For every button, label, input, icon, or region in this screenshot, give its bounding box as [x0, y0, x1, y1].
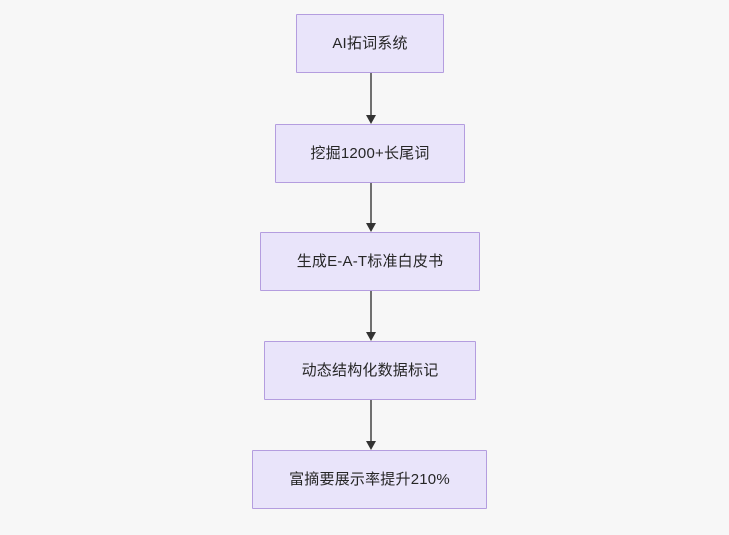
- flowchart-node-4[interactable]: 动态结构化数据标记: [264, 341, 476, 400]
- flowchart-node-label: 富摘要展示率提升210%: [289, 470, 450, 488]
- arrowhead-icon: [365, 332, 376, 341]
- flowchart-node-3[interactable]: 生成E-A-T标准白皮书: [260, 232, 480, 291]
- flowchart-node-label: 挖掘1200+长尾词: [310, 144, 430, 162]
- flowchart-node-2[interactable]: 挖掘1200+长尾词: [275, 124, 465, 183]
- edge-line: [370, 291, 372, 333]
- flowchart-node-label: 生成E-A-T标准白皮书: [296, 252, 444, 270]
- edge-line: [370, 400, 372, 442]
- flowchart-node-label: 动态结构化数据标记: [301, 361, 439, 379]
- flowchart-node-1[interactable]: AI拓词系统: [296, 14, 444, 73]
- flowchart-node-label: AI拓词系统: [332, 34, 408, 52]
- arrowhead-icon: [365, 115, 376, 124]
- arrowhead-icon: [365, 441, 376, 450]
- edge-line: [370, 73, 372, 116]
- arrowhead-icon: [365, 223, 376, 232]
- edge-line: [370, 183, 372, 224]
- flowchart-node-5[interactable]: 富摘要展示率提升210%: [252, 450, 487, 509]
